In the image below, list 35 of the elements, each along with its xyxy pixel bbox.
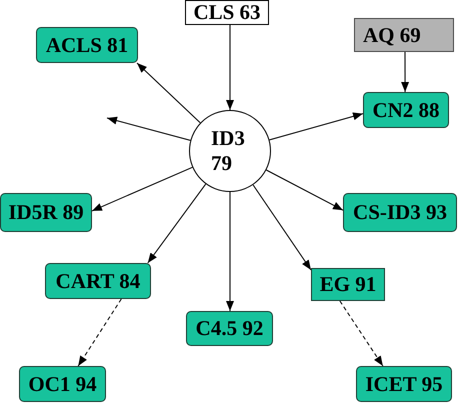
arrow xyxy=(106,116,191,141)
node-label: ID3 79 xyxy=(211,126,246,176)
algorithm-node xyxy=(45,263,151,299)
algorithm-node xyxy=(19,366,106,402)
node-label: OC1 94 xyxy=(28,372,97,396)
algorithm-node xyxy=(186,311,273,346)
arrow xyxy=(401,52,410,92)
node-label: ID5R 89 xyxy=(8,201,84,224)
algorithm-node xyxy=(356,366,452,402)
arrow xyxy=(266,170,344,211)
algorithm-node xyxy=(343,193,457,232)
node-label: ACLS 81 xyxy=(46,34,128,56)
algorithm-node xyxy=(185,0,269,25)
node-label: C4.5 92 xyxy=(196,317,264,340)
algorithm-node xyxy=(363,92,449,128)
arrow xyxy=(252,184,312,270)
dashed-arrow xyxy=(78,298,122,366)
node-label: ICET 95 xyxy=(365,372,443,396)
node-label: CART 84 xyxy=(56,270,140,292)
algorithm-node xyxy=(0,193,92,232)
arrow xyxy=(147,184,206,264)
algorithm-node xyxy=(36,27,138,63)
arrow xyxy=(92,166,193,212)
dashed-arrow xyxy=(339,300,384,366)
algorithm-node xyxy=(311,268,385,301)
arrow xyxy=(226,192,234,312)
arrow xyxy=(269,112,364,140)
node-label: EG 91 xyxy=(320,273,376,296)
arrow xyxy=(226,24,234,110)
algorithm-node xyxy=(354,18,454,52)
node-label: CLS 63 xyxy=(193,1,261,24)
node-label: AQ 69 xyxy=(363,24,421,46)
arrow xyxy=(136,62,201,124)
node-label: CN2 88 xyxy=(372,98,440,122)
node-label: CS-ID3 93 xyxy=(353,201,447,224)
